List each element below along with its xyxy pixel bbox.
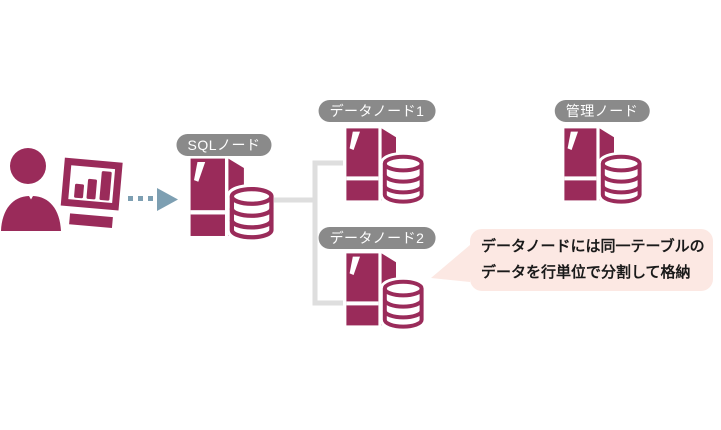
data-node-2-badge: データノード2 (318, 227, 436, 249)
user-icon (1, 148, 61, 231)
dotted-arrow-icon (128, 188, 178, 211)
sql-node-server-icon (188, 156, 274, 242)
callout-tail (431, 245, 470, 282)
callout-line-2: データを行単位で分割して格納 (481, 264, 691, 281)
mgmt-node-server-icon (562, 126, 642, 206)
data-node-1-badge: データノード1 (318, 100, 436, 122)
mgmt-node-badge: 管理ノード (554, 100, 650, 122)
sql-node-badge: SQLノード (176, 134, 272, 156)
data-node-2-server-icon (344, 251, 424, 331)
monitor-chart-icon (60, 157, 123, 229)
callout-line-1: データノードには同一テーブルの (481, 238, 705, 255)
connector-lines (271, 160, 343, 306)
callout-bubble: データノードには同一テーブルの データを行単位で分割して格納 (470, 229, 713, 291)
data-node-1-server-icon (344, 126, 424, 206)
